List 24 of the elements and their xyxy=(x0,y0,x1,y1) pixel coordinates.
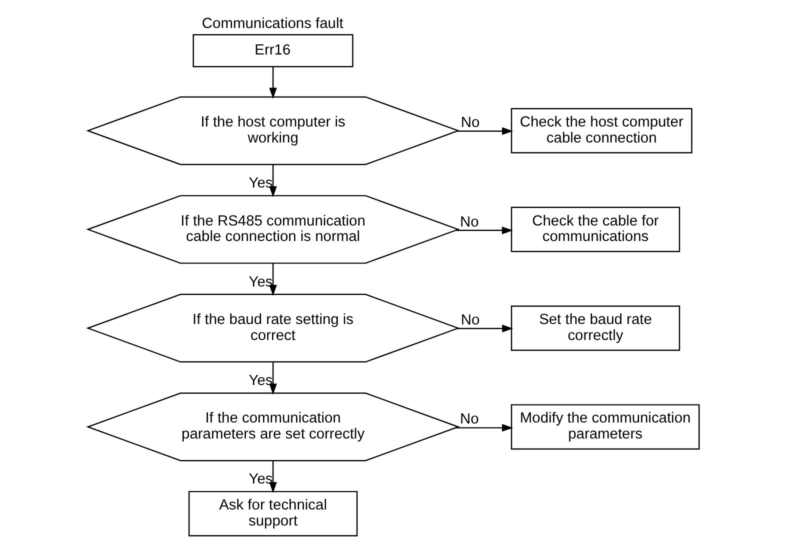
arrow xyxy=(269,460,277,494)
node-label: Communications fault xyxy=(202,16,344,32)
edge-label: No xyxy=(460,114,480,131)
arrow xyxy=(458,127,514,135)
node-box: Modify the communication parameters xyxy=(510,404,700,450)
arrow xyxy=(269,263,277,296)
arrow xyxy=(457,324,514,332)
arrow xyxy=(269,362,277,395)
arrow xyxy=(269,164,277,198)
edge-label: Yes xyxy=(248,176,273,192)
arrow xyxy=(456,226,513,234)
node-box: Check the cable for communications xyxy=(510,206,680,252)
edge-label: No xyxy=(460,214,479,230)
edge-label: Yes xyxy=(248,372,273,389)
edge-label: No xyxy=(460,412,479,428)
arrow xyxy=(269,66,277,99)
edge-label: Yes xyxy=(248,471,273,488)
node-box: Err16 xyxy=(192,34,354,68)
arrow xyxy=(456,424,514,432)
node-box: Set the baud rate correctly xyxy=(510,305,680,351)
edge-label: Yes xyxy=(248,274,273,290)
node-box: Ask for technical support xyxy=(188,490,358,536)
node-box: Check the host computer cable connection xyxy=(510,108,692,154)
edge-label: No xyxy=(460,312,480,328)
